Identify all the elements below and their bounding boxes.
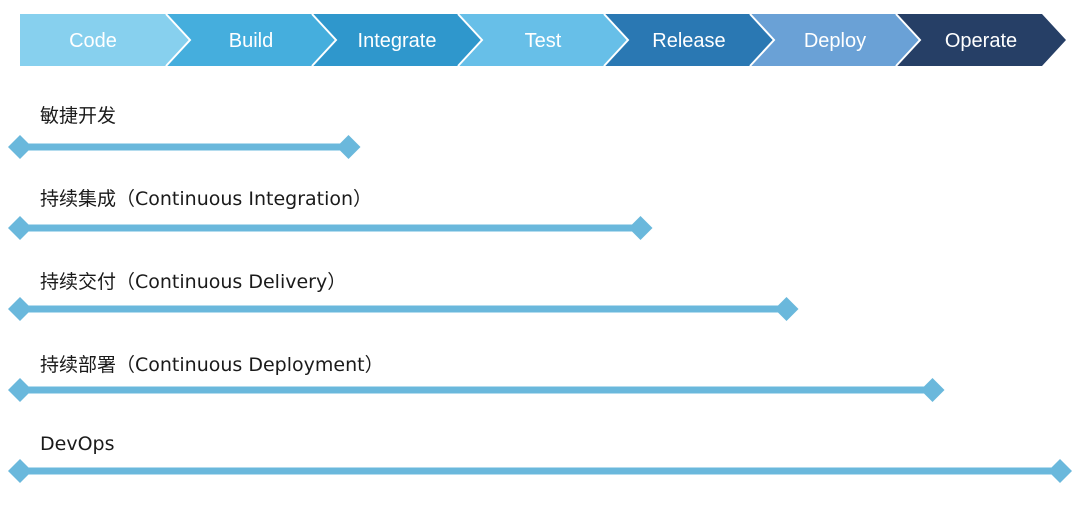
scope-bar-4 — [20, 467, 1060, 475]
pipeline-chevrons: Code Build Integrate Test Release Deploy Opera… — [20, 13, 1066, 67]
stage-label-build: Build — [229, 30, 273, 52]
bar-end-diamond — [920, 378, 945, 402]
stage-label-code: Code — [69, 30, 117, 52]
stage-separator — [749, 13, 776, 67]
bar-end-diamond — [1048, 459, 1072, 483]
bar-start-diamond — [8, 135, 32, 159]
stage-operate — [896, 14, 1066, 66]
stage-separator — [311, 13, 338, 67]
bar-start-diamond — [8, 216, 32, 240]
row-label-continuous-integration: 持续集成（Continuous Integration） — [40, 188, 373, 210]
row-label-continuous-delivery: 持续交付（Continuous Delivery） — [40, 271, 347, 293]
bar-start-diamond — [8, 378, 32, 402]
bar-start-diamond — [8, 297, 32, 321]
row-label-devops: DevOps — [40, 433, 115, 455]
scope-bar-2 — [20, 305, 787, 313]
scope-bar-1 — [20, 224, 641, 232]
stage-build — [166, 14, 336, 66]
row-label-agile: 敏捷开发 — [40, 105, 117, 127]
stage-label-deploy: Deploy — [804, 30, 866, 52]
stage-separator — [165, 13, 192, 67]
bar-end-diamond — [336, 135, 361, 159]
stage-code — [20, 14, 190, 66]
stage-separator — [457, 13, 484, 67]
stage-integrate — [312, 14, 482, 66]
stage-label-operate: Operate — [945, 30, 1017, 52]
stage-label-release: Release — [652, 30, 725, 52]
row-label-continuous-deployment: 持续部署（Continuous Deployment） — [40, 354, 384, 376]
bar-end-diamond — [774, 297, 799, 321]
scope-bar-0 — [20, 143, 349, 151]
stage-deploy — [750, 14, 920, 66]
stage-release — [604, 14, 774, 66]
stage-label-test: Test — [525, 30, 562, 52]
stage-separator — [895, 13, 922, 67]
bar-start-diamond — [8, 459, 32, 483]
stage-label-integrate: Integrate — [358, 30, 437, 52]
bar-end-diamond — [628, 216, 653, 240]
stage-separator — [603, 13, 630, 67]
scope-bar-3 — [20, 386, 933, 394]
stage-test — [458, 14, 628, 66]
